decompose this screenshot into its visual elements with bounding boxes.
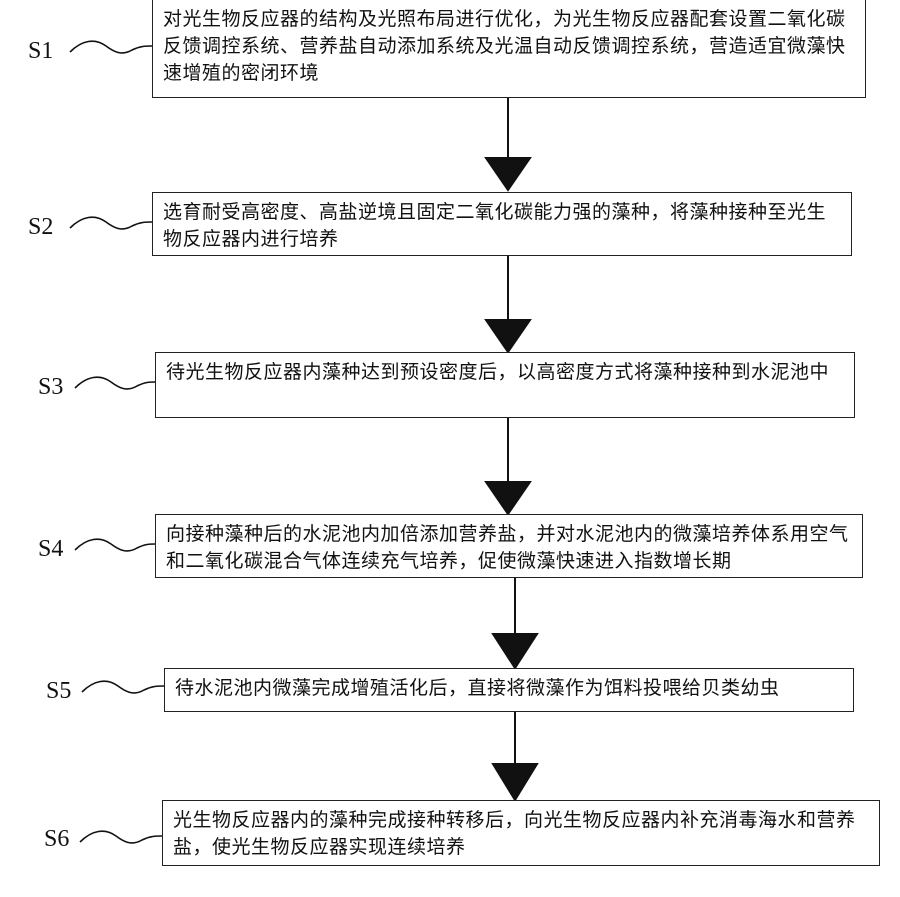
step-label-s5: S5 xyxy=(46,678,71,705)
leader-s2 xyxy=(70,217,152,229)
step-label-s3: S3 xyxy=(38,374,63,401)
step-text-s5: 待水泥池内微藻完成增殖活化后，直接将微藻作为饵料投喂给贝类幼虫 xyxy=(175,677,780,699)
step-text-s4: 向接种藻种后的水泥池内加倍添加营养盐，并对水泥池内的微藻培养体系用空气和二氧化碳… xyxy=(166,523,849,572)
arrowhead-s5-s6 xyxy=(493,764,537,800)
leader-s3 xyxy=(75,377,155,389)
leader-s4 xyxy=(75,539,155,551)
step-box-s2: 选育耐受高密度、高盐逆境且固定二氧化碳能力强的藻种，将藻种接种至光生物反应器内进… xyxy=(152,192,852,256)
step-box-s6: 光生物反应器内的藻种完成接种转移后，向光生物反应器内补充消毒海水和营养盐，使光生… xyxy=(162,800,880,866)
step-box-s1: 对光生物反应器的结构及光照布局进行优化，为光生物反应器配套设置二氧化碳反馈调控系… xyxy=(152,0,866,98)
step-label-s6: S6 xyxy=(44,826,69,853)
arrowhead-s2-s3 xyxy=(486,320,530,352)
step-text-s3: 待光生物反应器内藻种达到预设密度后，以高密度方式将藻种接种到水泥池中 xyxy=(166,361,829,383)
leader-s5 xyxy=(82,681,164,693)
step-label-s1: S1 xyxy=(28,38,53,65)
step-box-s3: 待光生物反应器内藻种达到预设密度后，以高密度方式将藻种接种到水泥池中 xyxy=(155,352,855,418)
arrowhead-s1-s2 xyxy=(486,158,530,190)
arrowhead-s4-s5 xyxy=(493,634,537,668)
step-text-s1: 对光生物反应器的结构及光照布局进行优化，为光生物反应器配套设置二氧化碳反馈调控系… xyxy=(163,8,846,84)
leader-s6 xyxy=(80,831,162,843)
step-label-s2: S2 xyxy=(28,214,53,241)
leader-s1 xyxy=(70,41,152,53)
step-box-s5: 待水泥池内微藻完成增殖活化后，直接将微藻作为饵料投喂给贝类幼虫 xyxy=(164,668,854,712)
arrowhead-s3-s4 xyxy=(486,482,530,514)
step-text-s6: 光生物反应器内的藻种完成接种转移后，向光生物反应器内补充消毒海水和营养盐，使光生… xyxy=(173,809,856,858)
step-label-s4: S4 xyxy=(38,536,63,563)
step-box-s4: 向接种藻种后的水泥池内加倍添加营养盐，并对水泥池内的微藻培养体系用空气和二氧化碳… xyxy=(155,514,863,578)
step-text-s2: 选育耐受高密度、高盐逆境且固定二氧化碳能力强的藻种，将藻种接种至光生物反应器内进… xyxy=(163,201,826,250)
